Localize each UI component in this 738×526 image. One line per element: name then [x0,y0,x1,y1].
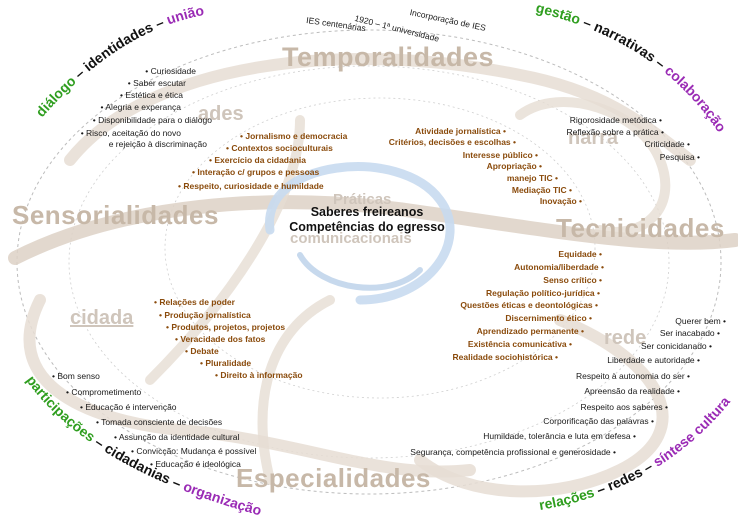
list-item: Apropriação • [486,161,542,171]
list-item: Autonomia/liberdade • [514,262,604,272]
list-item: • Educação é intervenção [80,402,177,412]
list-item: Ser conicidanado • [640,341,712,351]
list-item: • Estética e ética [120,90,183,100]
list-item: • Bom senso [52,371,100,381]
list-item: Inovação • [539,196,582,206]
list-item: • Interação c/ grupos e pessoas [192,167,320,177]
list-item: • Contextos socioculturais [226,143,333,153]
middle-ring [68,65,670,459]
list-item: • Jornalismo e democracia [240,131,348,141]
list-item: Liberdade e autoridade • [607,355,700,365]
dimension-narrativas: narra [568,127,619,149]
dimension-especialidades: Especialidades [236,463,431,493]
center-swirl-2 [297,252,423,291]
list-item: • Tomada consciente de decisões [96,417,223,427]
list-item: Existência comunicativa • [467,339,572,349]
dimension-identidades: ades [198,103,244,125]
dimension-comunicacionais: comunicacionais [290,230,412,247]
list-item: manejo TIC • [506,173,558,183]
list-item: Regulação político-jurídica • [486,288,600,298]
list-item: Mediação TIC • [511,185,572,195]
list-item: • Assunção da identidade cultural [114,432,240,442]
list-item: Atividade jornalística • [415,126,506,136]
list-item: Critérios, decisões e escolhas • [388,137,516,147]
list-item: • Risco, aceitação do novo [80,128,181,138]
list-item: • Comprometimento [66,387,142,397]
list-item: Querer bem • [675,316,726,326]
list-item: Respeito à autonomia do ser • [575,371,690,381]
list-item: • Produtos, projetos, projetos [166,322,286,332]
list-item: Aprendizado permanente • [476,326,584,336]
list-item: Humildade, tolerância e luta em defesa • [483,431,636,441]
dimension-sensorialidades: Sensorialidades [12,200,219,230]
list-item: • Relações de poder [154,297,235,307]
list-item: Reflexão sobre a prática • [566,127,664,137]
list-item: Rigorosidade metódica • [569,115,662,125]
list-item: • Disponibilidade para o diálogo [92,115,212,125]
list-item: Pesquisa • [659,152,700,162]
ribbon-main [8,195,738,265]
dimension-redes: rede [604,327,647,349]
list-item: • Educação é ideológica [150,459,241,469]
center-line-2: Competências do egresso [289,220,445,234]
list-item: • Debate [185,346,219,356]
list-item: • Curiosidade [145,66,196,76]
ribbon-upper-right [515,97,671,237]
list-item: Ser inacabado • [659,328,720,338]
list-item: Realidade sociohistórica • [452,352,558,362]
list-item: • Respeito, curiosidade e humildade [178,181,324,191]
list-item: • Direito à informação [215,370,303,380]
dimension-temporalidades: Temporalidades [282,42,495,72]
center-line-1: Saberes freireanos [310,205,424,219]
list-item: • Convicção: Mudança é possível [131,446,257,456]
list-item: • Alegria e experança [100,102,181,112]
ribbon-cross [145,115,305,385]
list-item: Segurança, competência profissional e ge… [410,447,616,457]
list-item: • Saber escutar [127,78,186,88]
list-item: • Veracidade dos fatos [175,334,266,344]
list-item: Equidade • [558,249,602,259]
center-swirl [265,162,455,305]
list-item: Criticidade • [644,139,691,149]
list-item: Respeito aos saberes • [580,402,668,412]
ribbon-bottom-cross [257,295,335,485]
list-item: Corporificação das palavras • [543,416,654,426]
dimension-cidadania: cidada [70,307,134,329]
list-item: • Pluralidade [200,358,252,368]
list-item: Apreensão da realidade • [584,386,680,396]
inner-ring [164,97,596,399]
list-item: Discernimento ético • [505,313,592,323]
ribbon-top [64,53,696,166]
ribbon-right-loop [414,314,669,498]
list-item: • Produção jornalística [159,310,251,320]
dimension-praticas: Práticas [333,191,392,208]
ribbon-left-loop [23,294,476,478]
center-title: Saberes freireanos Competências do egres… [282,205,452,235]
dimension-tecnicidades: Tecnicidades [556,213,725,243]
list-item: Senso crítico • [543,275,602,285]
list-item: e rejeição à discriminação [108,139,207,149]
list-item: Interesse público • [462,150,538,160]
list-item: • Exercício da cidadania [209,155,306,165]
list-item: Questões éticas e deontológicas • [460,300,598,310]
